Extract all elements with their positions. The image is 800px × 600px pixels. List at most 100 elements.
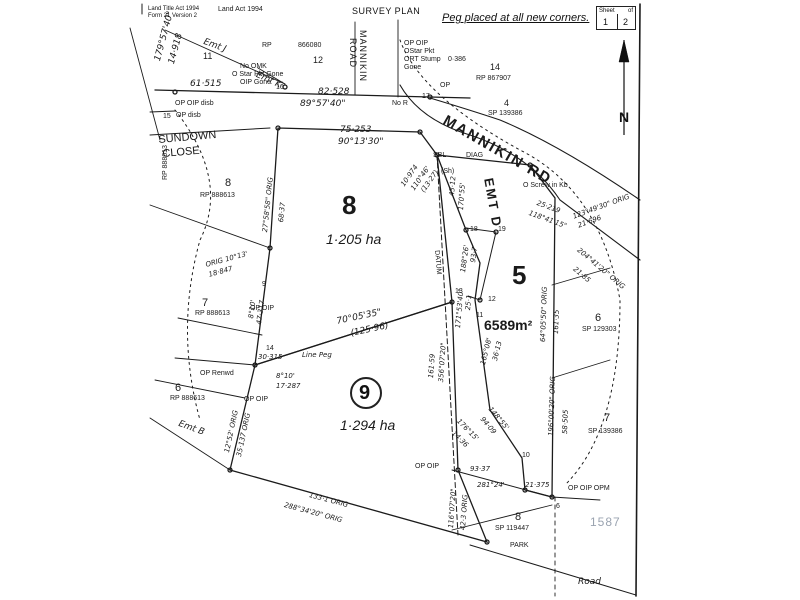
west-line-3 <box>174 357 256 366</box>
mannikin-rd-frontage-2 <box>429 97 641 201</box>
nb-sp139386: SP 139386 <box>488 110 523 117</box>
sundown-close-line <box>149 127 271 136</box>
west-line-2 <box>177 317 263 336</box>
road-boundary-upper <box>154 89 431 98</box>
nb-14: 14 <box>490 62 501 72</box>
west-boundary-top <box>129 27 161 141</box>
brg-38: 8°10' <box>276 372 295 380</box>
sheet-of: of <box>627 8 633 14</box>
west-line-4 <box>154 379 246 399</box>
park-label: PARK <box>510 542 529 549</box>
mark-diag: DIAG <box>466 152 484 159</box>
road-mannikin-vertical: MANNIKIN <box>358 30 368 83</box>
dist-11: 43·12 <box>448 175 458 197</box>
nb-4: 4 <box>504 98 510 108</box>
peg-note: Peg placed at all new corners. <box>442 12 590 24</box>
sheet-label: Sheet <box>599 8 615 14</box>
mark-op17: OP <box>440 82 451 89</box>
north-arrow-icon: N <box>612 96 636 136</box>
dist-47: 58·505 <box>561 409 570 435</box>
park-line <box>451 469 553 498</box>
nb-7-right: 7 <box>604 412 611 424</box>
mark-op-oip-disb: OP OIP disb <box>175 100 214 107</box>
datum-line <box>436 154 459 536</box>
frame-right <box>635 3 641 597</box>
lot-9-number: 9 <box>359 382 371 404</box>
archive-stamp: 1587 <box>590 515 621 529</box>
station-16: 16 <box>276 84 284 91</box>
act-line-1: Land Title Act 1994 <box>148 6 200 12</box>
nb-rp888613-b: RP 888613 <box>195 310 230 317</box>
mark-op-oip-r: OP OIP <box>415 463 439 470</box>
plan-title: SURVEY PLAN <box>352 6 421 16</box>
easement-k <box>257 67 286 85</box>
road-boundary-upper-r <box>429 96 471 99</box>
lot5-boundary <box>436 154 556 498</box>
west-line-1 <box>149 204 271 249</box>
road-road-vertical: ROAD <box>348 38 358 69</box>
east-line-3 <box>551 267 611 286</box>
easement-d <box>465 227 497 301</box>
dist-22: 25·1 <box>464 294 474 311</box>
act-header: Land Title Act 1994 Form 21 Version 2 <box>148 6 199 20</box>
dist-31: 161·35 <box>552 309 561 335</box>
station-10: 10 <box>522 452 530 459</box>
road-edge-dotted <box>399 39 621 486</box>
nb-6-left: 6 <box>175 382 182 394</box>
dist-39: 17·287 <box>276 382 301 390</box>
line-peg: Line Peg <box>302 351 332 359</box>
lot-8-number: 8 <box>342 190 357 220</box>
dist-48: 93·37 <box>470 465 491 473</box>
mark-no-omk: No OMK <box>240 63 267 70</box>
west-dotted <box>174 109 212 421</box>
nb-7-left: 7 <box>202 297 209 309</box>
act-line-2: Form 21 Version 2 <box>148 13 198 19</box>
mark-oip-gone: OIP Gone <box>240 79 272 86</box>
sheet-number: 1 <box>603 17 609 27</box>
west-line-5 <box>149 417 231 471</box>
dist-50: 21·375 <box>525 481 550 489</box>
station-13: 13 <box>455 288 463 295</box>
nb-rp888613-c: RP 888613 <box>170 395 205 402</box>
lot-8-area: 1·205 ha <box>326 231 382 247</box>
nb-8-left: 8 <box>225 177 232 189</box>
station-18: 18 <box>470 226 478 233</box>
station-17: 17 <box>422 93 430 100</box>
east-line-1 <box>551 359 611 379</box>
brg-4: 89°57'40" <box>300 99 346 109</box>
lot-5-number: 5 <box>512 260 527 290</box>
brg-49: 281°24' <box>477 481 505 489</box>
station-12: 12 <box>488 296 496 303</box>
mark-sh: (Sh) <box>441 168 455 175</box>
mark-peg-notes: OP OIP OStar Pkt ORT Stump Gone <box>404 40 441 71</box>
bottom-road <box>469 544 637 596</box>
sheet-total: 2 <box>623 17 629 27</box>
nb-sp119447: SP 119447 <box>495 525 529 532</box>
nb-sp129303: SP 129303 <box>582 326 617 333</box>
mark-op-renwd: OP Renwd <box>200 370 234 377</box>
nb-6-right: 6 <box>595 312 602 324</box>
nb-sp139386-b: SP 139386 <box>588 428 623 435</box>
east-line-2 <box>551 496 601 501</box>
lot-9-circle: 9 <box>350 377 382 409</box>
nb-12: 12 <box>313 55 324 65</box>
sheet-box: Sheet of 1 2 <box>596 6 636 30</box>
dist-36: 30·315 <box>258 353 283 361</box>
station-11: 11 <box>476 312 484 319</box>
brg-6: 90°13'30" <box>338 137 384 147</box>
mark-star-pkt: O Star Pkt Gone <box>232 71 284 78</box>
sundown-close-line2 <box>149 110 176 113</box>
easement-j <box>164 29 286 85</box>
road-bottom: Road <box>578 577 601 587</box>
land-act: Land Act 1994 <box>218 6 263 13</box>
nb-rp: RP <box>262 42 272 49</box>
station-19: 19 <box>498 226 506 233</box>
lot-9-area: 1·294 ha <box>340 417 396 433</box>
nb-rp888613-v: RP 888613 <box>162 145 169 180</box>
station-9: 9 <box>262 281 266 288</box>
nb-8-bottom: 8 <box>515 511 522 523</box>
mark-o386: 0·386 <box>448 56 466 63</box>
mark-op-oip-opm: OP OIP OPM <box>568 485 610 492</box>
lot9-boundary <box>229 301 489 543</box>
lot-5-area: 6589m² <box>484 317 533 333</box>
